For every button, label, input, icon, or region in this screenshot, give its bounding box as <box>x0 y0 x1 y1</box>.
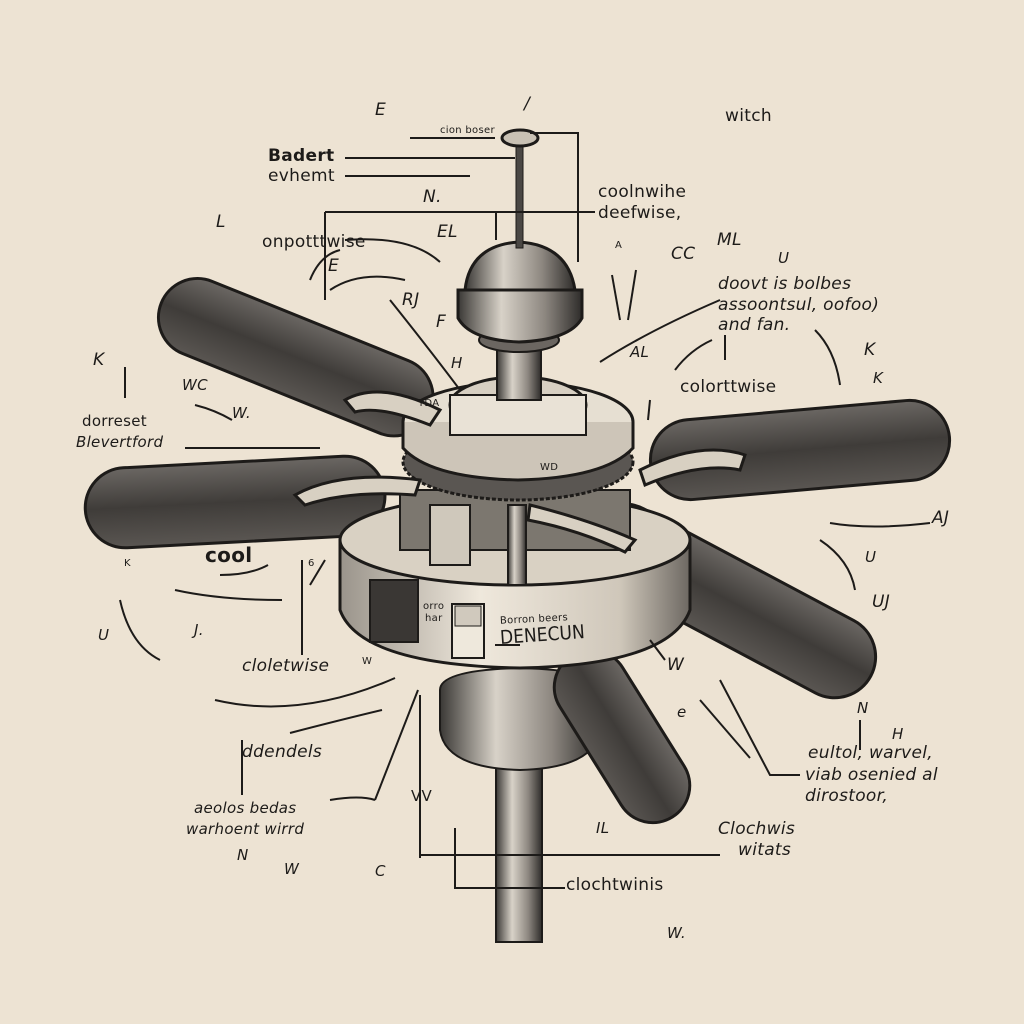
label-cloletwise: cloletwise <box>242 656 330 676</box>
label-aj: AJ <box>932 508 950 528</box>
canopy <box>456 288 584 344</box>
ring-mark: WD <box>540 462 559 473</box>
label-evhemt: evhemt <box>268 166 335 186</box>
cap-mark: TDA <box>418 398 440 409</box>
label-e-top: E <box>375 100 387 120</box>
label-slash-top: / <box>524 94 531 114</box>
label-doovt-1: doovt is bolbes <box>718 274 852 294</box>
label-l-left: L <box>216 212 226 232</box>
label-w-bottom: W <box>284 860 300 878</box>
blade-right <box>648 398 952 502</box>
label-uj: UJ <box>872 592 891 612</box>
label-deefwise: deefwise, <box>598 203 682 223</box>
label-a-small: A <box>615 240 623 251</box>
label-c-bottom: C <box>375 862 386 880</box>
label-eultol-1: eultol, warvel, <box>808 743 934 763</box>
label-doovt-2: assoontsul, oofoo) <box>718 295 880 315</box>
label-w-left-body: W <box>362 656 373 667</box>
label-w-right-body: W <box>667 655 685 675</box>
label-e-small: e <box>677 703 687 721</box>
label-il: IL <box>596 819 610 837</box>
label-vv: VV <box>411 787 433 805</box>
label-k-right-1: K <box>864 340 876 360</box>
label-dorreset: dorreset <box>82 412 147 430</box>
label-witats: witats <box>738 840 792 860</box>
label-doovt-3: and fan. <box>718 315 791 335</box>
label-k-low: K <box>124 558 131 569</box>
label-colorttwise: colorttwise <box>680 377 777 397</box>
label-rj: RJ <box>402 290 420 310</box>
label-cion-boser: cion boser <box>440 125 495 136</box>
label-switch: witch <box>725 106 772 126</box>
label-k-left: K <box>93 350 105 370</box>
label-clochtwinis: clochtwinis <box>566 875 664 895</box>
housing-window <box>369 579 419 643</box>
label-k-right-2: K <box>873 369 884 387</box>
label-h-right: H <box>892 725 904 743</box>
label-wc: WC <box>182 376 208 394</box>
label-j-dot: J. <box>194 621 204 639</box>
label-coolnwihe: coolnwihe <box>598 182 687 202</box>
switch-label-2: har <box>425 613 443 624</box>
fan-blades <box>83 276 952 825</box>
label-al: AL <box>630 343 650 361</box>
label-h-mid: H <box>451 354 463 372</box>
label-six: 6 <box>308 558 315 569</box>
label-f: F <box>436 312 447 332</box>
top-knob <box>500 128 540 148</box>
annotation-lines <box>119 132 931 889</box>
label-cc: CC <box>671 244 696 264</box>
label-eultol-2: viab osenied al <box>805 765 938 785</box>
label-blevertford: Blevertford <box>76 433 164 451</box>
blade-arms <box>292 390 747 554</box>
label-ml: ML <box>717 230 742 250</box>
label-w-dot: W. <box>232 404 251 422</box>
label-badert: Badert <box>268 146 335 166</box>
label-n-top: N. <box>423 187 442 207</box>
switch-label-1: orro <box>423 601 445 612</box>
label-eultol-3: dirostoor, <box>805 786 889 806</box>
label-w-dot-bottom: W. <box>667 924 686 942</box>
label-cool: cool <box>205 543 253 567</box>
label-ddendels: ddendels <box>242 742 323 762</box>
label-clochwis: Clochwis <box>718 819 795 839</box>
label-aeolos-1: aeolos bedas <box>194 799 297 817</box>
label-u-left: U <box>98 626 110 644</box>
label-onpotttwise: onpotttwise <box>262 232 366 252</box>
rod <box>515 139 524 249</box>
label-u-right: U <box>865 548 877 566</box>
label-e-mid: E <box>328 256 340 276</box>
label-u-top: U <box>778 249 790 267</box>
label-aeolos-2: warhoent wirrd <box>186 820 305 838</box>
blade-upper-left <box>156 276 435 438</box>
label-el: EL <box>437 222 458 242</box>
label-n-bottom: N <box>237 846 249 864</box>
label-n-right: N <box>857 699 869 717</box>
